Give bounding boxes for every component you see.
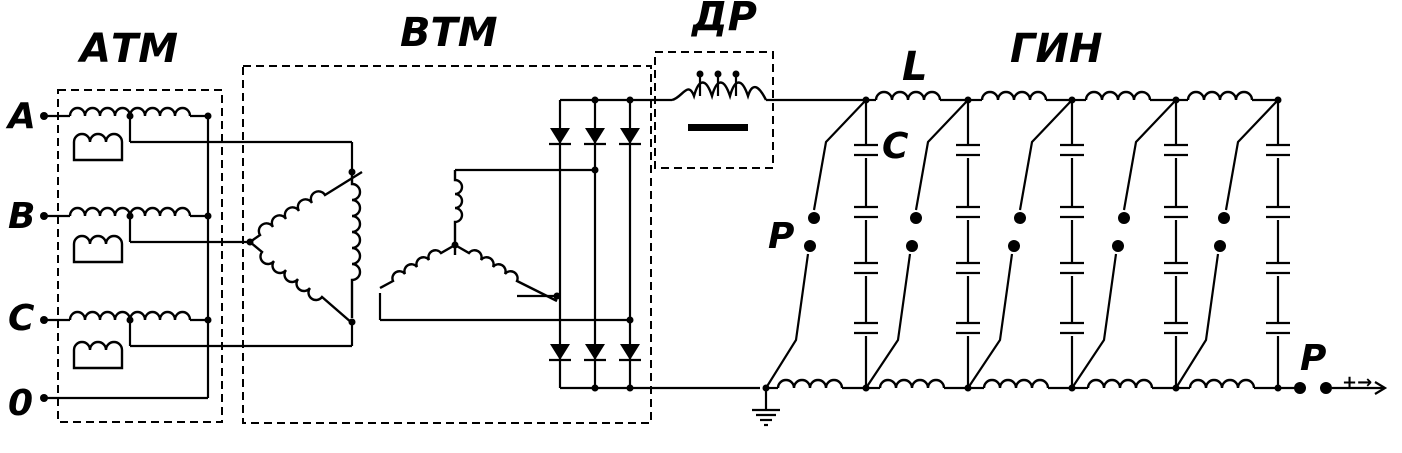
dr-label: ДР	[690, 0, 757, 40]
capacitor-columns	[852, 100, 1292, 388]
vtm-primary-delta	[246, 168, 363, 326]
phase-b-label: B	[8, 196, 35, 237]
capacitor-column	[1058, 100, 1086, 388]
capacitor-column	[954, 100, 982, 388]
output-arrow: +→	[1342, 372, 1372, 393]
vtm-secondary-star	[378, 166, 634, 324]
spark-gap	[865, 99, 969, 389]
atm-to-vtm-wires	[130, 140, 354, 348]
phase-zero-label: 0	[8, 383, 33, 424]
spark-gap-branches	[765, 99, 1279, 389]
spark-gap-label: P	[768, 216, 794, 257]
capacitor-label: C	[882, 126, 909, 167]
phase-c-label: C	[8, 298, 35, 339]
spark-gap	[1071, 99, 1177, 389]
generator-stages	[752, 90, 1388, 427]
vtm-box	[242, 65, 652, 424]
capacitor-column	[1264, 100, 1292, 388]
vtm-label: ВТМ	[400, 10, 498, 56]
spark-gap	[1175, 99, 1279, 389]
inductor-label: L	[902, 44, 928, 90]
atm-box	[57, 89, 223, 423]
spark-gap	[765, 99, 867, 389]
dr-box	[654, 51, 774, 169]
spark-gap	[967, 99, 1073, 389]
phase-a-label: A	[5, 96, 36, 137]
diode-bridge	[549, 96, 760, 392]
output-spark-gap-label: P	[1300, 338, 1326, 379]
atm-windings	[40, 106, 212, 402]
gin-label: ГИН	[1010, 26, 1102, 72]
atm-label: АТМ	[77, 26, 178, 72]
choke	[655, 70, 866, 131]
capacitor-column	[852, 100, 880, 388]
capacitor-column	[1162, 100, 1190, 388]
